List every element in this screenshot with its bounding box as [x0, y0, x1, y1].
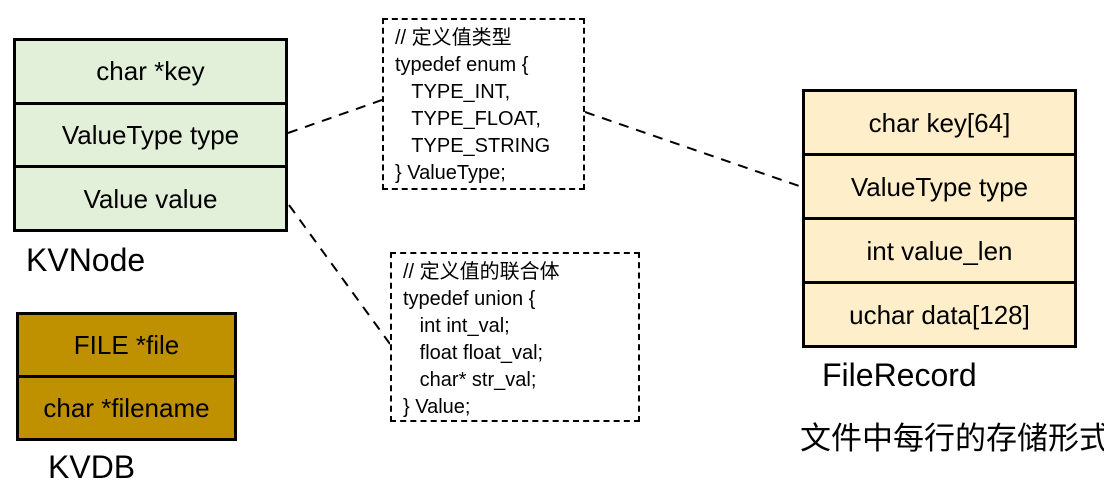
enum-code-line: TYPE_INT, [395, 81, 511, 103]
kvnode-field-type: ValueType type [16, 101, 285, 166]
union-code-line: } Value; [403, 396, 471, 418]
enum-code-line: } ValueType; [395, 162, 506, 184]
union-code-line: typedef union { [403, 288, 536, 310]
connector-kvnode-type-to-enum [287, 99, 383, 134]
filerecord-label: FileRecord [822, 357, 977, 393]
storage-format-caption: 文件中每行的存储形式 [800, 421, 1104, 456]
kvnode-struct: char *key ValueType type Value value [13, 38, 288, 232]
union-code-line: int int_val; [403, 315, 510, 337]
kvdb-struct: FILE *file char *filename [16, 312, 237, 441]
filerecord-field-key: char key[64] [868, 107, 1011, 138]
enum-code-line: TYPE_STRING [395, 135, 551, 157]
connector-enum-to-filerecord-type [584, 111, 803, 188]
union-code-line: char* str_val; [403, 369, 537, 391]
enum-code-line: TYPE_FLOAT, [395, 108, 541, 130]
kvnode-field-value: Value value [16, 165, 285, 229]
enum-code-line: typedef enum { [395, 54, 529, 76]
enum-code-comment: // 定义值类型 [395, 27, 512, 49]
filerecord-struct: char key[64] ValueType type int value_le… [802, 89, 1077, 348]
kvdb-label: KVDB [48, 449, 136, 485]
enum-code-box: // 定义值类型 typedef enum { TYPE_INT, TYPE_F… [382, 18, 585, 190]
union-code-box: // 定义值的联合体 typedef union { int int_val; … [390, 252, 640, 422]
union-code-line: float float_val; [403, 342, 544, 364]
kvnode-field-key: char *key [96, 56, 205, 87]
kvdb-field-filename: char *filename [19, 375, 234, 438]
filerecord-field-type: ValueType type [805, 153, 1074, 217]
filerecord-field-valuelen: int value_len [805, 217, 1074, 281]
union-code-comment: // 定义值的联合体 [403, 261, 560, 283]
kvnode-label: KVNode [26, 242, 146, 278]
filerecord-field-data: uchar data[128] [805, 281, 1074, 345]
connector-kvnode-value-to-union [288, 204, 391, 345]
kvdb-field-file: FILE *file [73, 330, 180, 360]
